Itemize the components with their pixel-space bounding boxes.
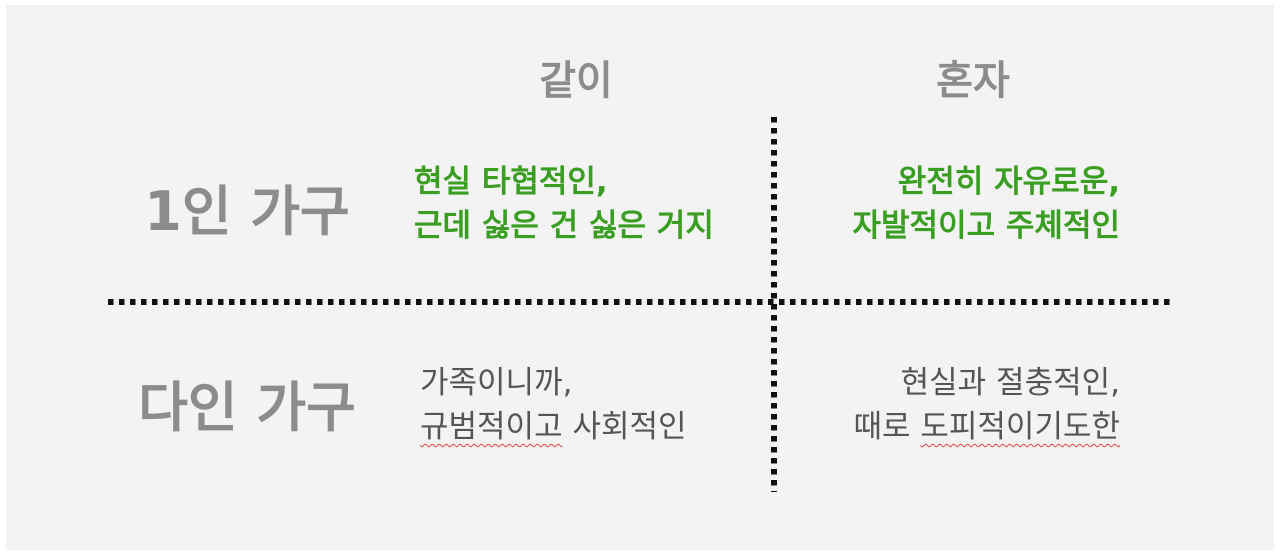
- cell-single-alone-line1: 완전히 자유로운,: [897, 164, 1120, 200]
- cell-multi-together-line2: 규범적이고 사회적인: [420, 405, 687, 449]
- cell-single-together-line1: 현실 타협적인,: [414, 164, 608, 200]
- cell-single-together-line2: 근데 싫은 건 싫은 거지: [414, 208, 714, 244]
- row-header-single: 1인 가구: [144, 180, 350, 243]
- row-header-multi: 다인 가구: [138, 376, 356, 439]
- cell-multi-alone-line1: 현실과 절충적인,: [900, 365, 1120, 401]
- column-header-together: 같이: [539, 58, 613, 104]
- cell-multi-alone: 현실과 절충적인, 때로 도피적이기도한: [820, 361, 1120, 449]
- cell-multi-together-line2-rest: 사회적인: [562, 409, 687, 445]
- spellcheck-word-normative: 규범적이고: [420, 409, 563, 445]
- horizontal-divider: [108, 299, 1172, 305]
- cell-single-alone-line2: 자발적이고 주체적인: [852, 208, 1120, 244]
- cell-multi-together-line1: 가족이니까,: [420, 365, 573, 401]
- cell-multi-alone-line2: 때로 도피적이기도한: [820, 405, 1120, 449]
- cell-multi-alone-line2-lead: 때로: [853, 409, 921, 445]
- cell-multi-together: 가족이니까, 규범적이고 사회적인: [420, 361, 687, 449]
- spellcheck-word-escapist: 도피적이기도한: [920, 409, 1120, 445]
- cell-single-together: 현실 타협적인, 근데 싫은 건 싫은 거지: [414, 160, 714, 248]
- cell-single-alone: 완전히 자유로운, 자발적이고 주체적인: [820, 160, 1120, 248]
- column-header-alone: 혼자: [936, 58, 1010, 104]
- matrix-panel: 같이 혼자 1인 가구 다인 가구 현실 타협적인, 근데 싫은 건 싫은 거지…: [6, 5, 1274, 550]
